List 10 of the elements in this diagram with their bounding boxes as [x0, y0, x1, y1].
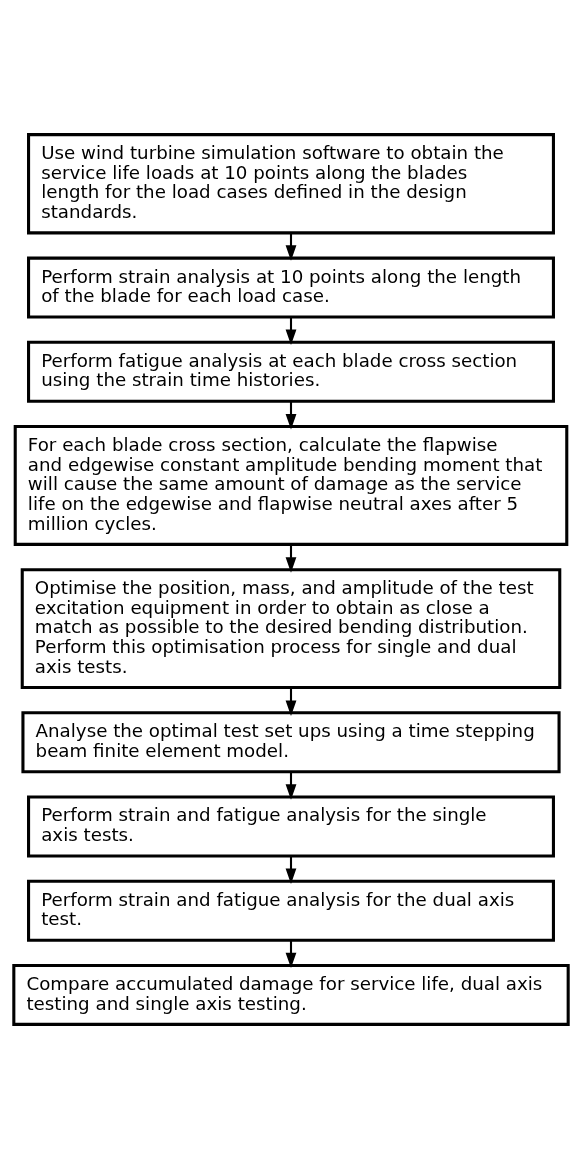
arrow: [285, 317, 297, 345]
node-box: For each blade cross section, calculate the flapwise and edgewise constant amplitude bending moment that will cause the same amount of damage as the service life on the edgewise and flapwise neutral axes after 5 million cycles.: [13, 425, 569, 546]
node-box: Perform strain and fatigue analysis for the single axis tests.: [27, 795, 555, 858]
node-box: Compare accumulated damage for service life, dual axis testing and single axis testing.: [12, 963, 570, 1026]
node-box: Perform strain analysis at 10 points along the length of the blade for each load case.: [27, 256, 555, 319]
node-box: Use wind turbine simulation software to obtain the service life loads at 10 points along the blades length for the load cases defined in the design standards.: [27, 133, 555, 235]
node-box: Analyse the optimal test set ups using a time stepping beam finite element model.: [21, 711, 561, 774]
node-box: Perform strain and fatigue analysis for the dual axis test.: [27, 879, 555, 942]
node-box: Optimise the position, mass, and amplitude of the test excitation equipment in order to obtain as close a match as possible to the desired bending distribution. Perform this optimisation process for single and dual axis tests.: [20, 568, 562, 690]
node-box: Perform fatigue analysis at each blade cross section using the strain time histories.: [27, 340, 555, 403]
